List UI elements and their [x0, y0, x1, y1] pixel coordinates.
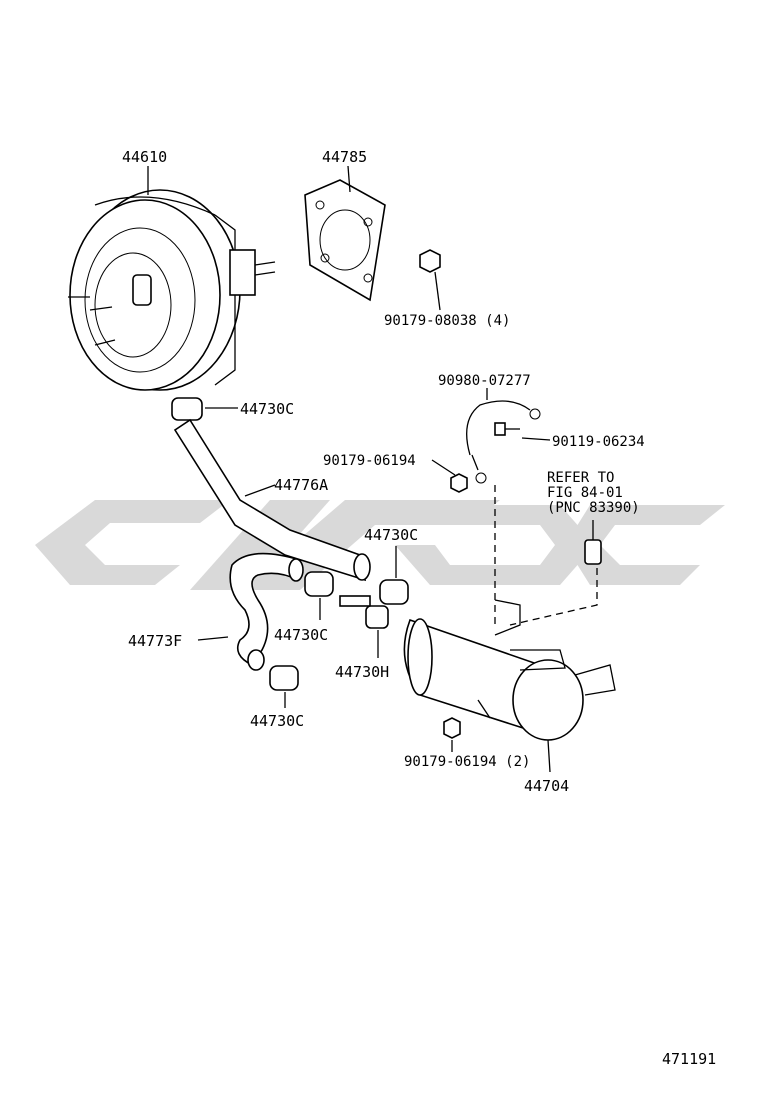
- sensor-switch-icon: [584, 520, 602, 565]
- hose-a-icon: [173, 418, 371, 582]
- label-wire: 90980-07277: [438, 373, 531, 389]
- wire-harness-icon: [466, 388, 541, 484]
- label-clamp-top: 44730C: [240, 400, 294, 418]
- label-nut-wire: 90179-06194: [323, 453, 416, 469]
- figure-number: 471191: [662, 1050, 716, 1068]
- refer-line-2: FIG 84-01: [547, 485, 623, 501]
- clamp-top-icon: [171, 397, 238, 421]
- label-booster: 44610: [122, 148, 167, 166]
- label-check-valve: 44730H: [335, 663, 389, 681]
- refer-line-1: REFER TO: [547, 470, 614, 486]
- nut-pair-icon: [443, 717, 461, 752]
- refer-line-3: (PNC 83390): [547, 500, 640, 516]
- clamp-middle-icon: [304, 571, 334, 620]
- label-hose-a: 44776A: [274, 476, 328, 494]
- clamp-bottom-icon: [269, 665, 299, 708]
- nut-small-icon: [431, 459, 468, 493]
- clamp-right-icon: [379, 546, 409, 605]
- label-clamp-right: 44730C: [364, 526, 418, 544]
- label-clamp-mid: 44730C: [274, 626, 328, 644]
- label-bolt: 90119-06234: [552, 434, 645, 450]
- nut-icon: [419, 249, 441, 311]
- check-valve-icon: [339, 595, 389, 658]
- dashed-leader-lines: [494, 485, 598, 626]
- hose-f-icon: [197, 552, 304, 671]
- label-hose-f: 44773F: [128, 632, 182, 650]
- label-clamp-bottom: 44730C: [250, 712, 304, 730]
- label-gasket: 44785: [322, 148, 367, 166]
- watermark-logo: [35, 500, 725, 590]
- brake-booster-icon: [68, 189, 276, 391]
- label-nut-4: 90179-08038 (4): [384, 313, 510, 329]
- bolt-icon: [494, 422, 551, 441]
- label-pump: 44704: [524, 777, 569, 795]
- gasket-icon: [304, 179, 386, 302]
- vacuum-pump-icon: [403, 599, 616, 773]
- label-nut-2: 90179-06194 (2): [404, 754, 530, 770]
